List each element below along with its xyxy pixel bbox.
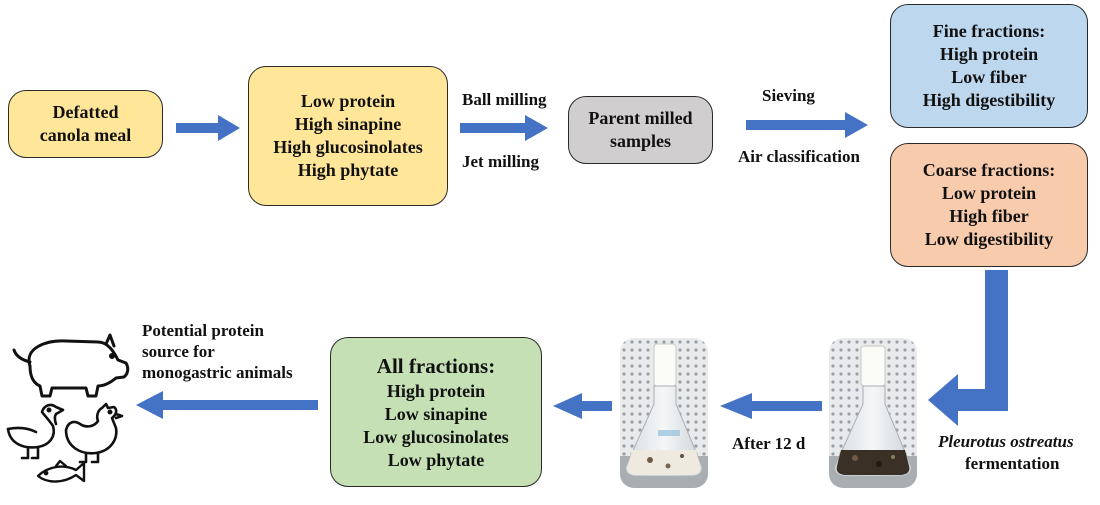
- box-line: High protein: [386, 380, 486, 401]
- box-line: Low sinapine: [384, 403, 488, 424]
- potential-source-label: Potential protein source for monogastric…: [142, 320, 293, 383]
- arrow-defatted-to-meal: [176, 115, 240, 141]
- defatted-canola-meal-box: Defatted canola meal: [8, 90, 163, 158]
- box-line: High fiber: [949, 206, 1029, 226]
- box-line: Low digestibility: [924, 229, 1054, 249]
- all-fractions-box: All fractions: High protein Low sinapine…: [330, 337, 542, 487]
- box-line: Low fiber: [951, 67, 1027, 87]
- sieving-label: Sieving: [762, 86, 815, 105]
- arrow-parent-to-fractions: [746, 112, 868, 138]
- box-line: Low protein: [941, 183, 1037, 203]
- duck-icon: [6, 403, 65, 460]
- arrow-after12d-to-all-fractions: [553, 393, 612, 419]
- flask-photo-fermented: [829, 338, 917, 488]
- flask-photo-after-12d: [620, 338, 708, 488]
- box-heading: All fractions:: [376, 353, 496, 378]
- box-line: High glucosinolates: [273, 137, 423, 157]
- box-line: Defatted: [52, 102, 119, 122]
- label-line: monogastric animals: [142, 363, 293, 382]
- fermentation-organism-label: Pleurotus ostreatus: [938, 432, 1074, 451]
- box-line: Low glucosinolates: [363, 426, 509, 447]
- air-classification-label: Air classification: [738, 147, 860, 166]
- parent-milled-samples-box: Parent milled samples: [568, 96, 713, 164]
- arrow-coarse-to-fermentation: [928, 270, 1008, 426]
- coarse-fractions-box: Coarse fractions: Low protein High fiber…: [890, 143, 1088, 267]
- label-line: source for: [142, 342, 215, 361]
- box-line: Fine fractions:: [932, 21, 1046, 41]
- box-line: High sinapine: [294, 114, 402, 134]
- arrow-fermentation-to-after12d: [720, 393, 822, 419]
- jet-milling-label: Jet milling: [462, 152, 539, 171]
- fish-icon: [36, 459, 86, 483]
- box-line: High digestibility: [922, 90, 1056, 110]
- after-12d-label: After 12 d: [732, 434, 806, 453]
- box-line: Low protein: [300, 91, 396, 111]
- fermentation-label: fermentation: [965, 454, 1060, 473]
- box-line: canola meal: [39, 125, 132, 145]
- box-line: Coarse fractions:: [922, 160, 1056, 180]
- pig-icon: [12, 333, 130, 398]
- box-line: High protein: [939, 44, 1039, 64]
- arrow-meal-to-parent: [460, 115, 548, 141]
- box-line: Parent milled: [588, 108, 693, 128]
- box-line: samples: [609, 131, 671, 151]
- initial-properties-box: Low protein High sinapine High glucosino…: [248, 66, 448, 206]
- ball-milling-label: Ball milling: [462, 90, 547, 109]
- chicken-icon: [64, 402, 124, 464]
- arrow-fractions-to-animals: [136, 391, 318, 419]
- label-line: Potential protein: [142, 321, 264, 340]
- fine-fractions-box: Fine fractions: High protein Low fiber H…: [890, 4, 1088, 128]
- box-line: High phytate: [297, 160, 399, 180]
- box-line: Low phytate: [387, 449, 485, 470]
